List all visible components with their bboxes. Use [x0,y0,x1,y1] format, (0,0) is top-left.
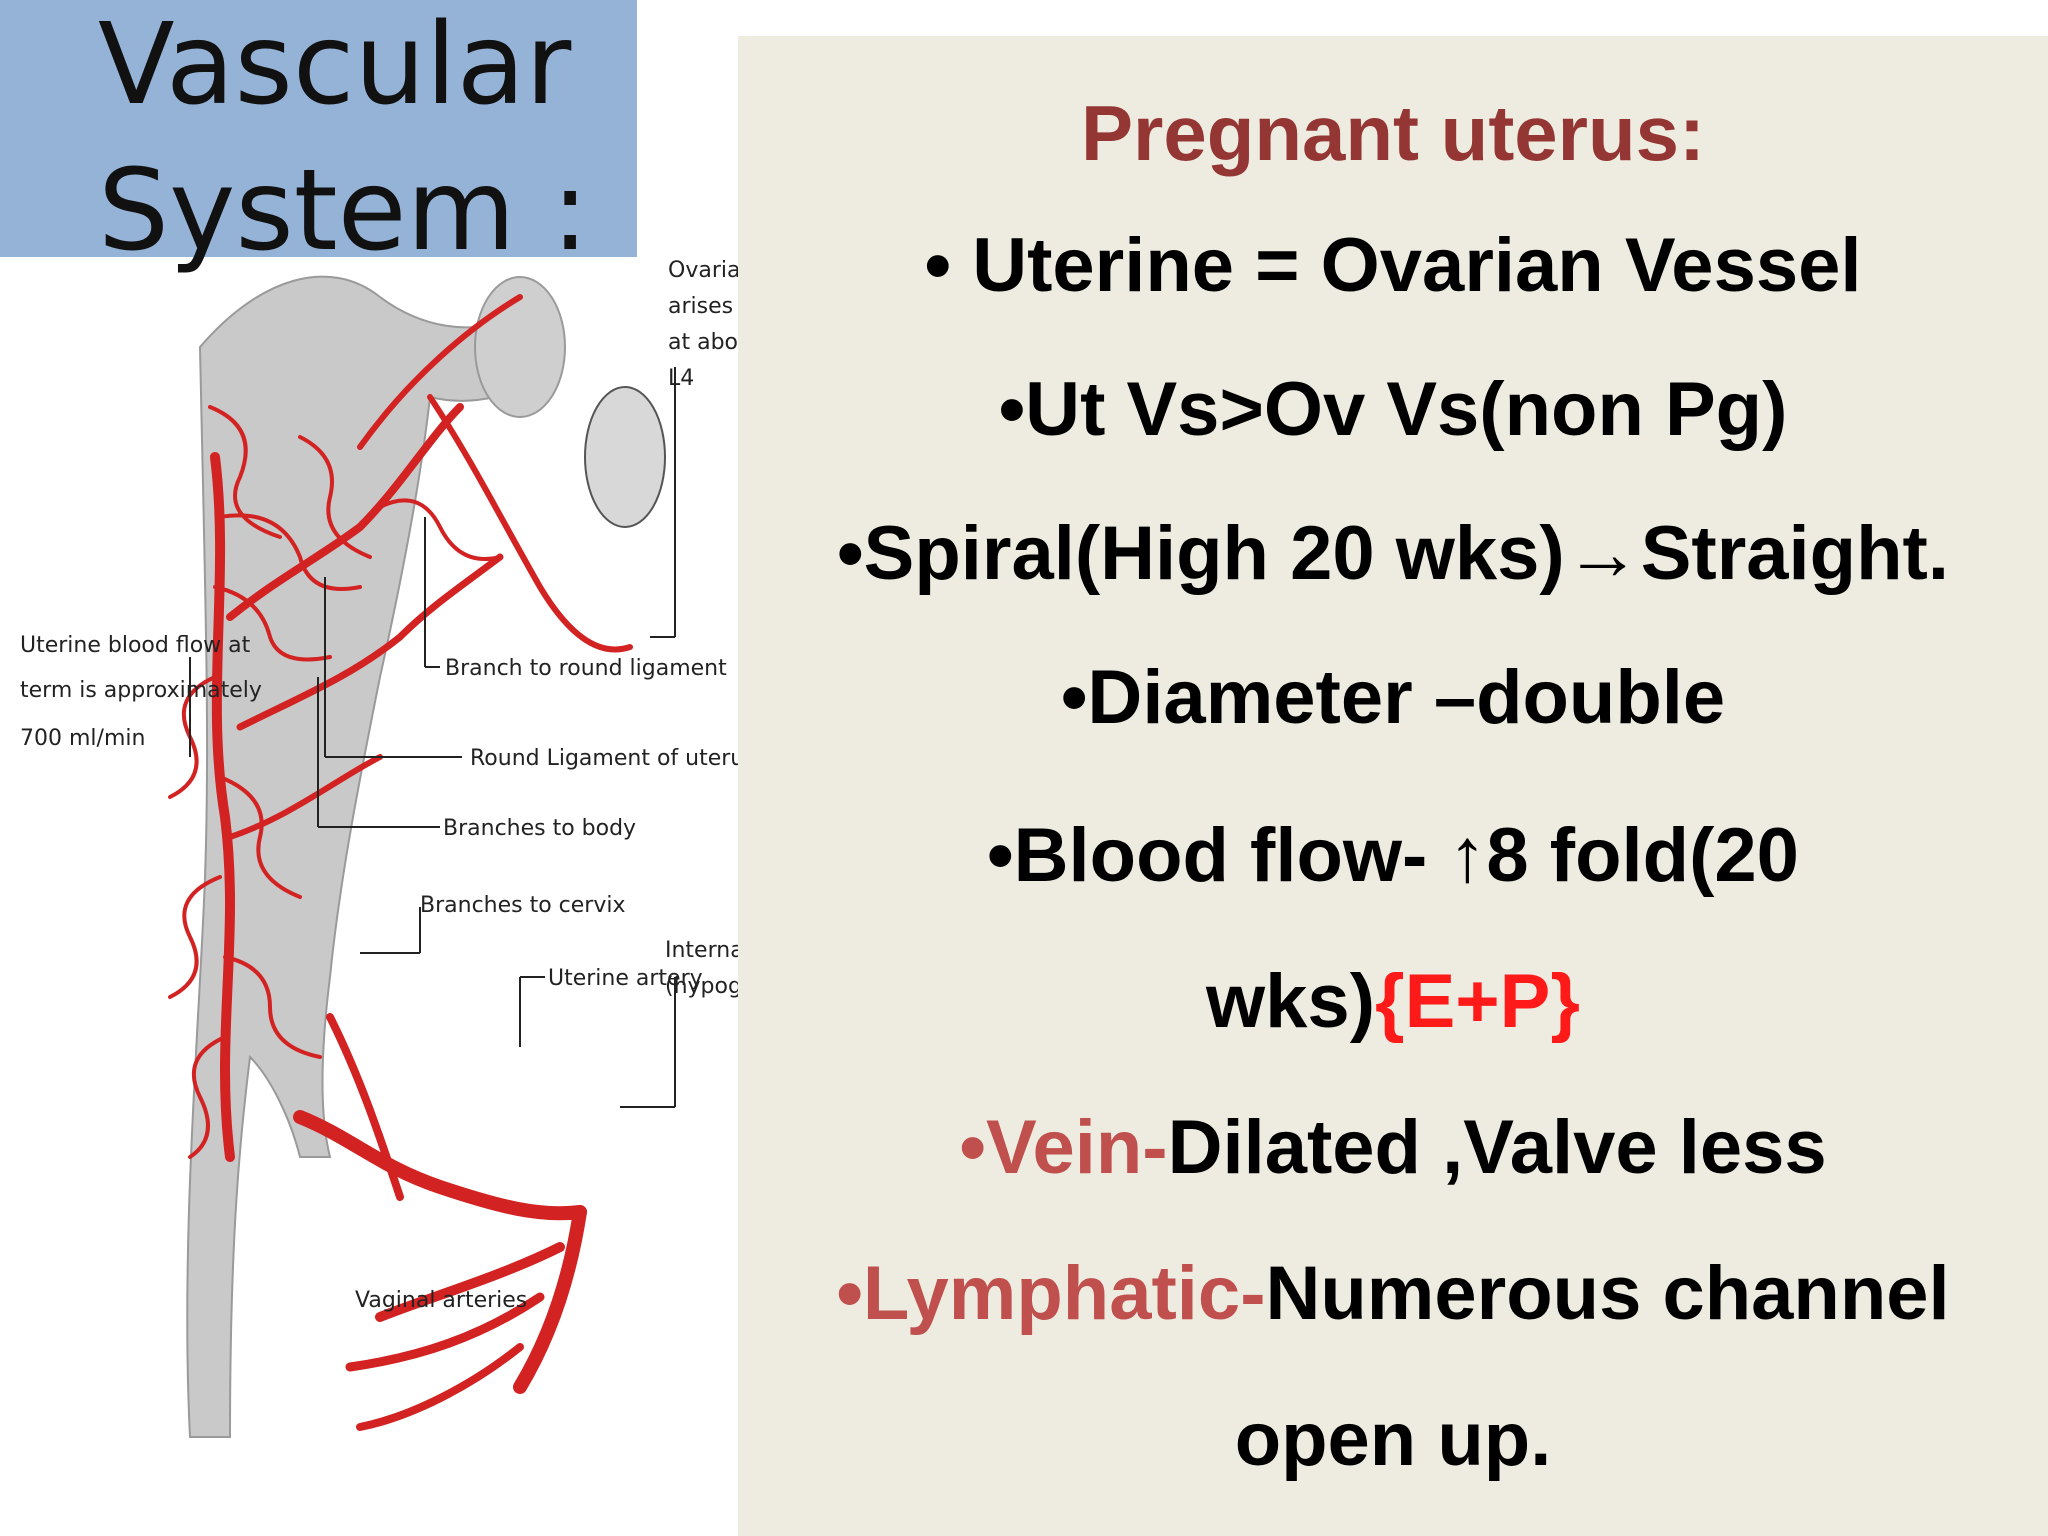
arteries [210,294,633,1431]
label-vaginal-arteries: Vaginal arteries [355,1288,527,1313]
label-internal-2: (hypogastric [665,974,740,999]
lymphatic-text: Numerous channel [1265,1251,1950,1336]
label-flow-3: 700 ml/min [20,726,145,751]
label-ovarian-4: L4 [668,366,694,391]
bullet-open-up: open up. [1234,1397,1552,1482]
label-uterine-artery: Uterine artery [548,966,703,991]
title-box: Vascular System : [0,0,637,276]
e-plus-p-text: {E+P} [1375,959,1580,1044]
label-ovarian-1: Ovarian art [668,258,740,283]
bullet-lymphatic: •Lymphatic-Numerous channel [738,1250,2048,1337]
label-flow-2: term is approximately [20,678,262,703]
label-ovarian-2: arises from [668,294,740,319]
panel-heading: Pregnant uterus: [1080,89,1706,177]
vein-label: •Vein- [959,1105,1168,1190]
bullet-vein: •Vein-Dilated ,Valve less [738,1104,2048,1191]
label-branches-body: Branches to body [443,816,636,841]
text-panel: Pregnant uterus: • Uterine = Ovarian Ves… [738,36,2048,1536]
fimbria-shape [584,386,666,528]
bullet-blood-flow: •Blood flow- ↑8 fold(20 [987,813,1799,898]
bullet-uterine-ovarian: • Uterine = Ovarian Vessel [924,223,1862,308]
bullet-blood-flow-cont: wks){E+P} [738,958,2048,1045]
title-line-1: Vascular [98,0,572,130]
leader-lines [189,367,676,1108]
lymphatic-label: •Lymphatic- [836,1251,1266,1336]
label-flow-1: Uterine blood flow at [20,633,251,658]
label-internal-1: Internal iliac [665,938,740,963]
label-round-ligament: Round Ligament of uterus [470,746,740,771]
uterus-shape [186,275,562,1438]
vein-text: Dilated ,Valve less [1167,1105,1827,1190]
bullet-spiral: •Spiral(High 20 wks)→Straight. [837,511,1949,596]
uterine-vascular-diagram: Ovarian art arises from at about the L4 … [20,258,740,1438]
bullet-diameter: •Diameter –double [1060,655,1726,740]
bullet-ut-vs: •Ut Vs>Ov Vs(non Pg) [998,367,1788,452]
label-ovarian-3: at about the [668,330,740,355]
slide-title: Vascular System : [98,0,589,284]
wks-text: wks) [1206,959,1376,1044]
label-round-branch: Branch to round ligament [445,656,727,681]
label-branches-cervix: Branches to cervix [420,893,626,918]
title-line-2: System : [98,146,589,276]
